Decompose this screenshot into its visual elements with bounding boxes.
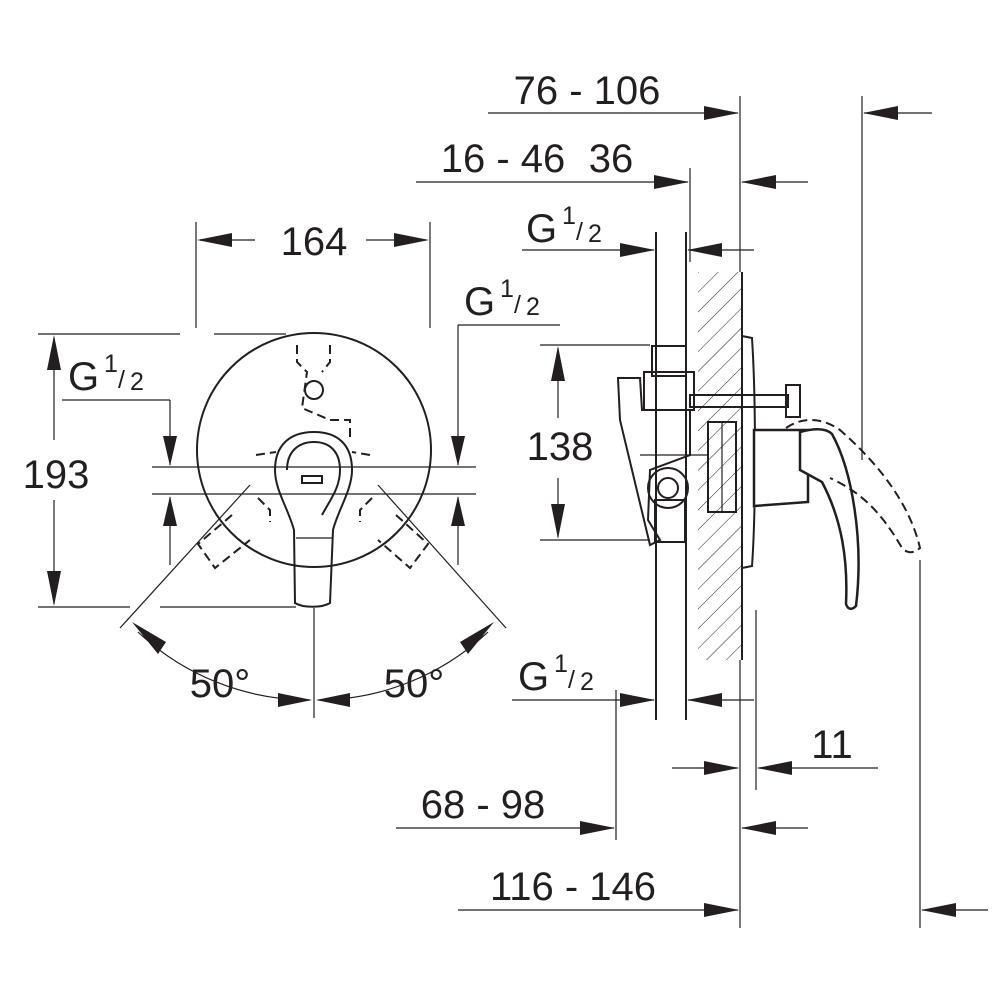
lever-side (752, 428, 810, 508)
lever-arm (798, 428, 860, 610)
svg-text:/: / (568, 666, 575, 694)
svg-text:2: 2 (526, 293, 540, 321)
labels: 164 193 138 76 - 106 16 - 46 36 11 68 - … (23, 69, 853, 909)
angle-leg-right (377, 484, 507, 629)
dim-label-16-46: 16 - 46 (441, 137, 566, 181)
thread-label-side-top: G 1 / 2 (526, 202, 602, 251)
angle-leg-left (119, 484, 251, 629)
mounting-hole (304, 380, 324, 400)
angle-label-left: 50° (190, 662, 251, 706)
mounting-screw (689, 394, 789, 408)
lever-indicator (301, 475, 323, 484)
svg-text:G: G (526, 207, 557, 251)
thread-label-front-left: G 1 / 2 (68, 350, 144, 399)
wall-hatching (698, 272, 742, 660)
svg-text:1: 1 (562, 202, 576, 230)
angle-label-right: 50° (384, 662, 445, 706)
svg-text:G: G (518, 655, 549, 699)
svg-text:G: G (464, 280, 495, 324)
dim-label-36: 36 (589, 137, 634, 181)
side-view (396, 96, 988, 928)
front-view (38, 222, 560, 718)
lever-handle (273, 430, 354, 608)
thread-label-side-bottom: G 1 / 2 (518, 650, 594, 699)
svg-text:/: / (514, 291, 521, 319)
svg-text:/: / (118, 366, 125, 394)
svg-text:2: 2 (580, 668, 594, 696)
dim-label-11: 11 (811, 723, 853, 767)
concealed-body-outline (196, 345, 430, 570)
side-outlet (647, 467, 689, 509)
escutcheon-plate (196, 332, 432, 568)
svg-text:2: 2 (588, 220, 602, 248)
thread-label-front-right: G 1 / 2 (464, 275, 540, 324)
dim-label-138: 138 (527, 425, 594, 469)
svg-text:2: 2 (130, 368, 144, 396)
dim-label-116-146: 116 - 146 (490, 865, 656, 909)
svg-text:/: / (576, 218, 583, 246)
svg-text:1: 1 (104, 350, 118, 378)
dim-label-76-106: 76 - 106 (514, 69, 661, 113)
dim-label-164: 164 (281, 220, 348, 264)
valve-body (616, 377, 691, 547)
svg-text:1: 1 (554, 650, 568, 678)
dim-label-68-98: 68 - 98 (421, 783, 546, 827)
svg-text:1: 1 (500, 275, 514, 303)
dim-label-193: 193 (23, 453, 90, 497)
lever-alt-position (785, 419, 922, 554)
lever-inner-contour (286, 440, 342, 516)
svg-text:G: G (68, 355, 99, 399)
valve-upper-block (643, 371, 695, 411)
